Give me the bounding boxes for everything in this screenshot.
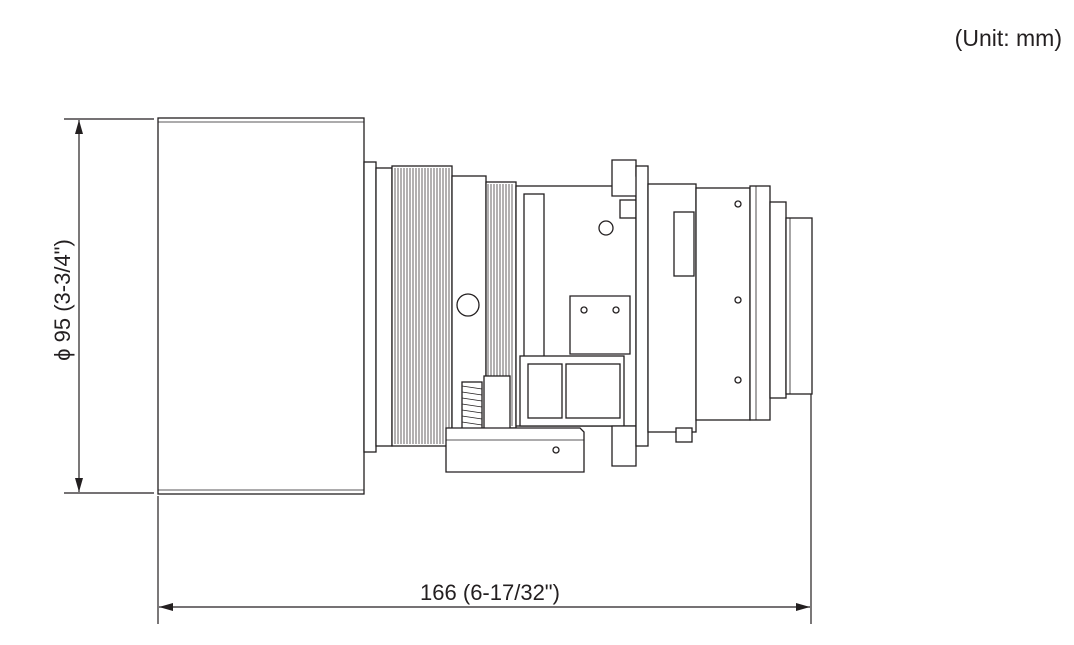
spring-coil [461, 385, 483, 390]
length-arrow-left [159, 603, 173, 611]
rear-barrel [695, 187, 751, 421]
diameter-label: ϕ 95 (3-3/4") [50, 239, 75, 361]
gear-wheel [483, 375, 511, 433]
motor-housing-hole [598, 220, 614, 236]
unit-label: (Unit: mm) [955, 25, 1062, 51]
barrel-step [363, 161, 377, 453]
connector-plate [569, 295, 631, 355]
rear-barrel-hole-top [734, 200, 742, 208]
focus-ring-ribs [394, 168, 450, 444]
base-plate-hole [552, 446, 560, 454]
top-bracket-tab [619, 199, 637, 219]
rear-barrel-hole-mid [734, 296, 742, 304]
spring-coil [461, 391, 483, 396]
diameter-arrow-bottom [75, 478, 83, 492]
length-dimension: 166 (6-17/32") [157, 394, 812, 624]
motor-block-left [527, 363, 563, 419]
barrel-collar [375, 167, 393, 447]
plate-hole-right [612, 306, 620, 314]
base-plate [445, 427, 585, 473]
front-barrel [157, 117, 365, 495]
spring-coil [461, 397, 483, 402]
motor-block-right [565, 363, 621, 419]
mount-bottom-tab [675, 427, 693, 443]
spring-coil [461, 403, 483, 408]
plate-hole-left [580, 306, 588, 314]
spring-coil [461, 415, 483, 420]
diameter-dimension: ϕ 95 (3-3/4") [50, 118, 154, 494]
spring-coil [461, 409, 483, 414]
rear-element-step [769, 201, 787, 399]
lens-outline [157, 117, 813, 495]
bottom-bracket [611, 425, 637, 467]
mid-barrel-screw [456, 293, 480, 317]
mount-window [673, 211, 695, 277]
spring-coil [461, 421, 483, 426]
length-arrow-right [796, 603, 810, 611]
rear-ring [749, 185, 771, 421]
mount-plate [635, 165, 649, 447]
rear-barrel-hole-bottom [734, 376, 742, 384]
length-label: 166 (6-17/32") [420, 580, 560, 605]
gear-spring-coils [461, 385, 483, 432]
diameter-arrow-top [75, 120, 83, 134]
